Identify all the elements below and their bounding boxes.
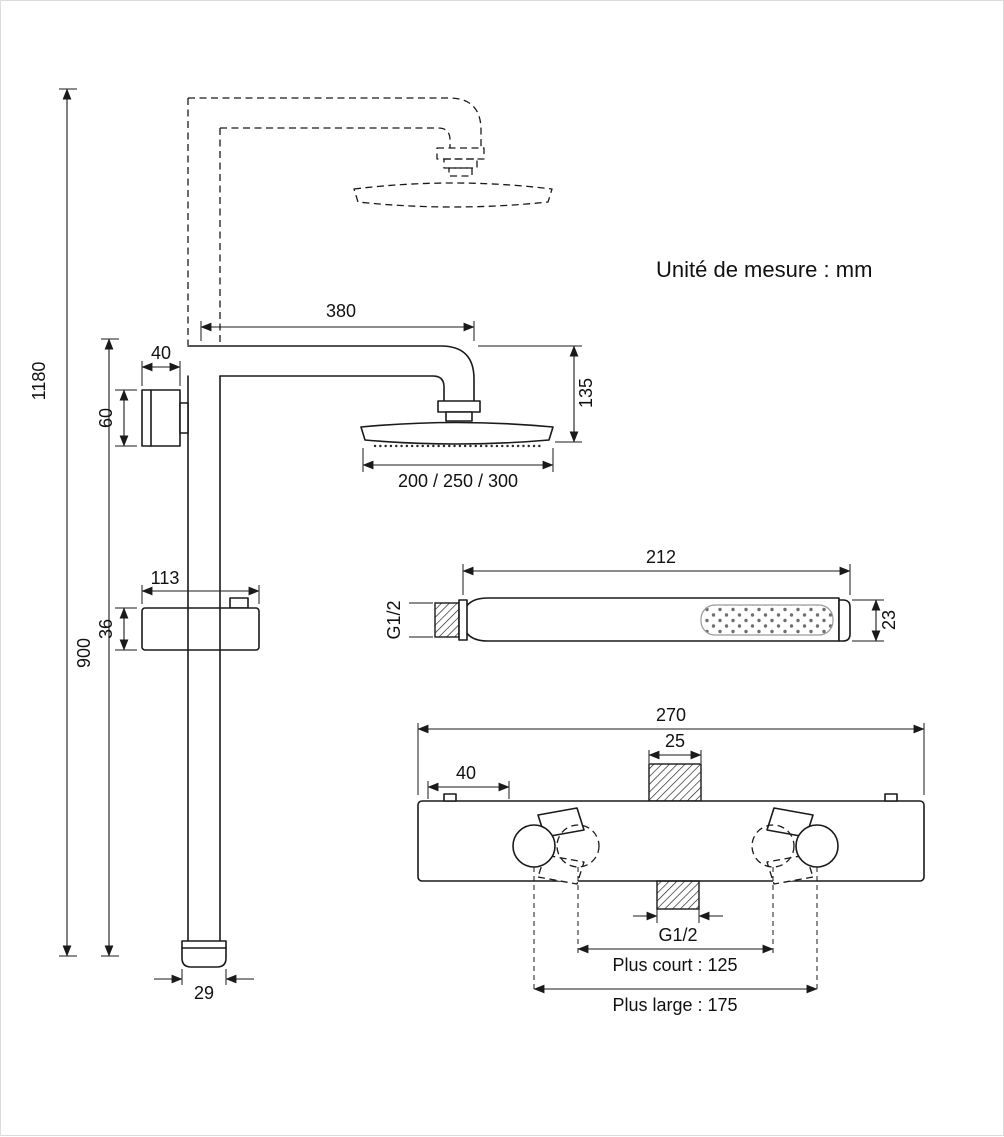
bar-end-cap	[181, 940, 227, 968]
dim-total-height: 1180	[29, 88, 77, 957]
dim-label-g12-mixer: G1/2	[658, 925, 697, 945]
shower-arm	[187, 345, 481, 422]
dim-label-380: 380	[326, 301, 356, 321]
holder-knob	[229, 597, 249, 609]
dim-label-1180: 1180	[29, 362, 49, 401]
dim-bar-end: 29	[154, 969, 254, 1003]
dim-label-900: 900	[74, 638, 94, 668]
mixer-body	[417, 800, 925, 882]
slider-holder	[141, 597, 260, 651]
dim-top-inlet: 25	[648, 731, 702, 763]
dim-left-offset: 40	[427, 763, 510, 799]
dim-hand-shower-length: 212	[462, 547, 851, 595]
dim-label-40-mixer: 40	[456, 763, 476, 783]
hand-shower-cap	[838, 599, 851, 642]
slide-bar	[181, 375, 227, 968]
wall-bracket	[141, 389, 189, 447]
dim-label-113: 113	[151, 568, 180, 588]
dim-label-head-sizes: 200 / 250 / 300	[398, 471, 518, 491]
dim-label-270: 270	[656, 705, 686, 725]
bottom-outlet	[656, 880, 700, 910]
dim-label-40-bracket: 40	[151, 343, 171, 363]
thread-connector	[434, 602, 460, 638]
dim-holder-height: 36	[96, 607, 137, 651]
rain-shower-head	[360, 421, 554, 448]
dim-hand-shower-width: 23	[852, 599, 899, 642]
spray-face	[700, 604, 834, 636]
dim-bar-height: 900	[74, 338, 119, 957]
head-connector	[437, 400, 481, 413]
dim-label-135: 135	[576, 378, 596, 408]
dim-label-212: 212	[646, 547, 676, 567]
raised-position-phantom	[187, 97, 553, 345]
dim-label-g12-hand: G1/2	[384, 600, 404, 639]
hand-shower: G1/2	[384, 597, 851, 642]
dim-label-29: 29	[194, 983, 214, 1003]
right-handle-knob	[795, 824, 839, 868]
unit-note: Unité de mesure : mm	[656, 257, 872, 282]
dim-arm-drop: 135	[478, 345, 596, 443]
dim-handle-spacing: Plus court : 125 Plus large : 175	[533, 867, 818, 1015]
dim-bracket-width: 40	[141, 343, 181, 386]
left-handle-knob-alt	[556, 824, 600, 868]
dim-label-plus-court: Plus court : 125	[612, 955, 737, 975]
dim-label-36: 36	[96, 619, 116, 639]
dim-bottom-outlet: G1/2	[633, 909, 723, 945]
dim-arm-length: 380	[200, 301, 475, 341]
dim-bracket-height: 60	[96, 389, 137, 447]
right-handle-knob-alt	[751, 824, 795, 868]
dim-label-60: 60	[96, 408, 116, 428]
dim-mixer-width: 270	[417, 705, 925, 795]
dim-head-sizes: 200 / 250 / 300	[362, 448, 554, 491]
dim-label-plus-large: Plus large : 175	[612, 995, 737, 1015]
dim-holder-width: 113	[141, 568, 260, 604]
left-handle-knob	[512, 824, 556, 868]
dim-label-25: 25	[665, 731, 685, 751]
mixer-valve	[417, 763, 925, 910]
dim-label-23: 23	[879, 610, 899, 630]
top-inlet	[648, 763, 702, 802]
